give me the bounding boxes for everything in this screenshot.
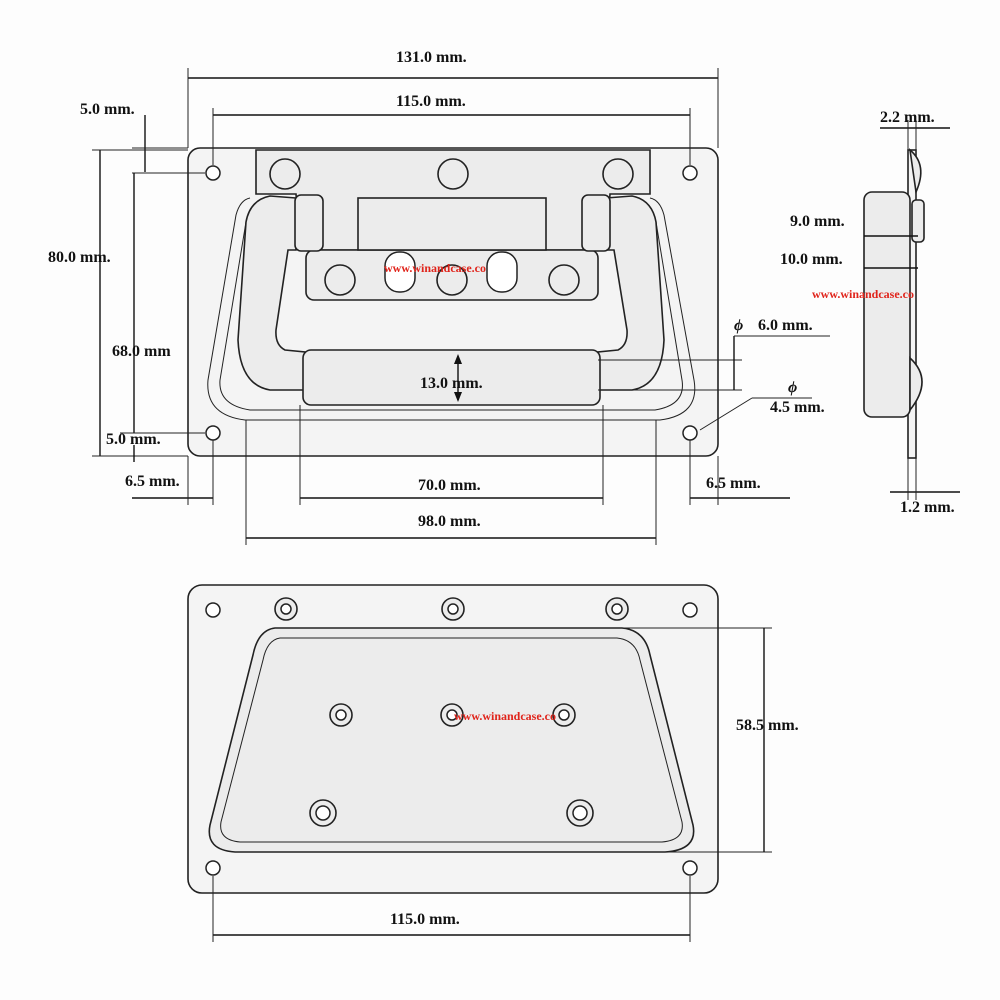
rod-diameter-label: 6.0 mm. bbox=[758, 317, 813, 334]
rear-pan bbox=[208, 627, 695, 853]
rear-view bbox=[187, 584, 719, 894]
right-edge-offset-label: 6.5 mm. bbox=[706, 475, 761, 492]
rivet bbox=[436, 264, 468, 296]
rear-hole-spacing-label: 115.0 mm. bbox=[390, 911, 460, 928]
handle-width-label: 98.0 mm. bbox=[418, 513, 481, 530]
side-bottom-cap bbox=[909, 356, 923, 413]
overall-width-label: 131.0 mm. bbox=[396, 49, 467, 66]
rivet bbox=[548, 264, 580, 296]
mid-depth-label: 9.0 mm. bbox=[790, 213, 845, 230]
side-top-cap bbox=[908, 148, 922, 195]
grip-diameter-label: 13.0 mm. bbox=[420, 375, 483, 392]
mounting-hole bbox=[205, 165, 221, 181]
left-hinge bbox=[294, 194, 324, 252]
grip-length-label: 70.0 mm. bbox=[418, 477, 481, 494]
rear-mounting-hole bbox=[205, 860, 221, 876]
side-view bbox=[863, 148, 925, 459]
rear-mounting-hole bbox=[682, 602, 698, 618]
rivet bbox=[602, 158, 634, 190]
rivet bbox=[269, 158, 301, 190]
handle-right-arm bbox=[597, 195, 665, 391]
hole-spacing-label: 115.0 mm. bbox=[396, 93, 466, 110]
handle-left-arm bbox=[237, 195, 306, 391]
bottom-edge-offset-label: 5.0 mm. bbox=[106, 431, 161, 448]
mounting-hole bbox=[682, 425, 698, 441]
right-hinge bbox=[581, 194, 611, 252]
front-dimensions: 131.0 mm. 115.0 mm. 5.0 mm. 80.0 mm. 68.… bbox=[48, 49, 830, 545]
watermark: www.winandcase.co bbox=[812, 287, 914, 301]
rear-pan-inner bbox=[220, 637, 683, 843]
plate-thickness-label: 1.2 mm. bbox=[900, 499, 955, 516]
watermark: www.winandcase.co bbox=[384, 261, 486, 275]
rear-mounting-hole bbox=[682, 860, 698, 876]
pan-depth-label: 58.5 mm. bbox=[736, 717, 799, 734]
slot-right bbox=[486, 251, 518, 293]
left-edge-offset-label: 6.5 mm. bbox=[125, 473, 180, 490]
side-body bbox=[863, 191, 911, 418]
top-thickness-label: 2.2 mm. bbox=[880, 109, 935, 126]
hole-diameter-label: 4.5 mm. bbox=[770, 399, 825, 416]
recess-outline bbox=[207, 197, 696, 421]
overall-height-label: 80.0 mm. bbox=[48, 249, 111, 266]
grip bbox=[302, 349, 601, 406]
side-hinge bbox=[911, 199, 925, 243]
watermark: www.winandcase.co bbox=[454, 709, 556, 723]
rivet bbox=[437, 158, 469, 190]
mounting-hole bbox=[682, 165, 698, 181]
hole-diameter-symbol: ϕ bbox=[788, 379, 797, 396]
front-view bbox=[187, 147, 719, 457]
depth-label: 10.0 mm. bbox=[780, 251, 843, 268]
rivet bbox=[324, 264, 356, 296]
center-block bbox=[357, 197, 547, 251]
hole-vertical-spacing-label: 68.0 mm bbox=[112, 343, 171, 360]
mounting-hole bbox=[205, 425, 221, 441]
rear-mounting-hole bbox=[205, 602, 221, 618]
rod-diameter-symbol: ϕ bbox=[734, 317, 743, 334]
rear-dimensions: 58.5 mm. 115.0 mm. bbox=[212, 627, 799, 942]
top-edge-offset-label: 5.0 mm. bbox=[80, 101, 135, 118]
side-dimensions: 2.2 mm. 9.0 mm. 10.0 mm. 1.2 mm. bbox=[780, 109, 960, 516]
slot-left bbox=[384, 251, 416, 293]
